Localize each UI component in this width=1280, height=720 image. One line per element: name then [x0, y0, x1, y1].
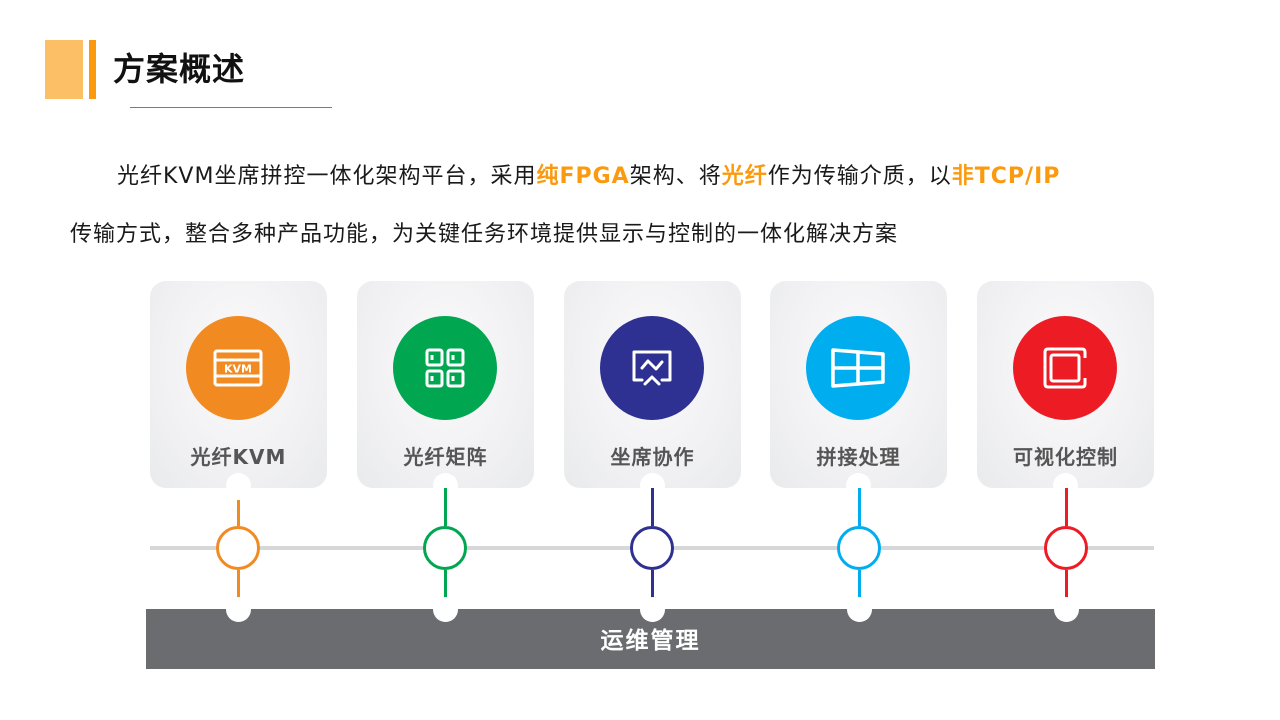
module-card-splicing[interactable]: 拼接处理	[770, 281, 947, 498]
connector-stem	[444, 570, 447, 610]
page-title: 方案概述	[113, 50, 246, 88]
connector-stem	[858, 488, 861, 526]
module-card-visual-control[interactable]: 可视化控制	[977, 281, 1154, 498]
title-accent-bar	[89, 40, 96, 99]
connector-stem	[237, 570, 240, 610]
timeline-node-matrix	[423, 526, 467, 570]
title-accent-block	[45, 40, 83, 99]
intro-text: 光纤KVM坐席拼控一体化架构平台，采用	[117, 164, 537, 189]
connector-stem	[1065, 570, 1068, 610]
bar-notch	[433, 597, 458, 622]
intro-text: 作为传输介质，以	[767, 164, 952, 189]
intro-paragraph: 光纤KVM坐席拼控一体化架构平台，采用纯FPGA架构、将光纤作为传输介质，以非T…	[70, 148, 1230, 264]
timeline-node-seat-collaboration	[630, 526, 674, 570]
kvm-icon: KVM	[186, 316, 290, 420]
module-card-kvm[interactable]: KVM 光纤KVM	[150, 281, 327, 498]
module-label: 坐席协作	[610, 445, 695, 469]
svg-text:KVM: KVM	[224, 363, 252, 376]
intro-text: 架构、将	[629, 164, 722, 189]
intro-highlight-fiber: 光纤	[721, 164, 768, 189]
splicing-window-icon	[806, 316, 910, 420]
seat-collaboration-icon	[600, 316, 704, 420]
connector-stem	[237, 500, 240, 526]
timeline-node-splicing	[837, 526, 881, 570]
module-label: 光纤KVM	[190, 445, 287, 469]
module-label: 拼接处理	[816, 445, 901, 469]
bar-notch	[847, 597, 872, 622]
bar-notch	[1054, 597, 1079, 622]
intro-highlight-non-tcpip: 非TCP/IP	[951, 164, 1061, 189]
ops-management-label: 运维管理	[600, 628, 701, 654]
visual-control-icon	[1013, 316, 1117, 420]
timeline-node-kvm	[216, 526, 260, 570]
connector-stem	[444, 488, 447, 526]
module-label: 可视化控制	[1013, 445, 1118, 469]
card-notch	[226, 473, 251, 498]
module-card-seat-collaboration[interactable]: 坐席协作	[564, 281, 741, 498]
connector-stem	[651, 488, 654, 526]
module-label: 光纤矩阵	[403, 445, 488, 469]
matrix-grid-icon	[393, 316, 497, 420]
connector-stem	[1065, 488, 1068, 526]
timeline-node-visual-control	[1044, 526, 1088, 570]
bar-notch	[640, 597, 665, 622]
bar-notch	[226, 597, 251, 622]
intro-line-2: 传输方式，整合多种产品功能，为关键任务环境提供显示与控制的一体化解决方案	[70, 222, 899, 247]
title-divider	[130, 107, 332, 108]
connector-stem	[858, 570, 861, 610]
intro-highlight-fpga: 纯FPGA	[536, 164, 630, 189]
connector-stem	[651, 570, 654, 610]
intro-line-1: 光纤KVM坐席拼控一体化架构平台，采用纯FPGA架构、将光纤作为传输介质，以非T…	[70, 148, 1230, 206]
module-card-matrix[interactable]: 光纤矩阵	[357, 281, 534, 498]
